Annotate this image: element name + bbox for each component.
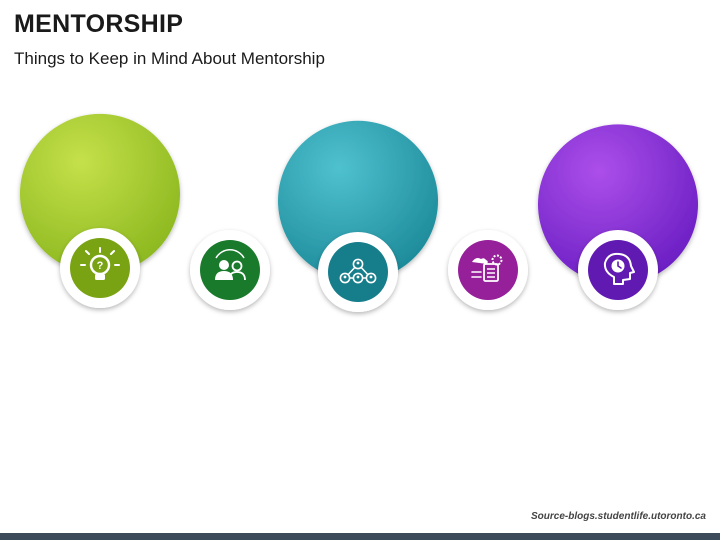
icon-badge <box>318 232 398 312</box>
item-label-line: Curious <box>75 353 124 368</box>
head-clock-icon <box>603 252 635 285</box>
icon-badge: ? <box>60 228 140 308</box>
item-label-line: Be <box>610 339 627 354</box>
item-label-line: Patient <box>596 358 640 373</box>
item-label-line: Come <box>470 174 506 189</box>
page-subtitle: Things to Keep in Mind About Mentorship <box>14 49 325 68</box>
page-title: MENTORSHIP <box>14 10 184 38</box>
item-label-line: Relationships <box>187 202 272 217</box>
item-label-line: Prepared <box>460 193 516 208</box>
svg-text:?: ? <box>97 260 104 272</box>
drop-shape <box>278 120 439 278</box>
planning-checklist-icon <box>471 254 503 282</box>
icon-badge <box>578 230 658 310</box>
lightbulb-question-icon: ? <box>80 247 120 280</box>
network-connections-icon <box>339 258 377 284</box>
icon-badge <box>190 230 270 310</box>
item-label-line: Current <box>207 183 255 198</box>
icon-badge <box>448 230 528 310</box>
item-label-line: Build New <box>327 339 391 354</box>
item-label-line: Connections <box>319 358 398 373</box>
people-group-icon <box>215 249 246 281</box>
drop-shape <box>20 113 181 272</box>
bottom-bar <box>0 533 720 540</box>
source-citation: Source-blogs.studentlife.utoronto.ca <box>530 511 706 522</box>
drop-shape <box>538 124 699 280</box>
item-label-line: Reflect on <box>199 164 262 179</box>
item-label-line: Be <box>92 334 109 349</box>
